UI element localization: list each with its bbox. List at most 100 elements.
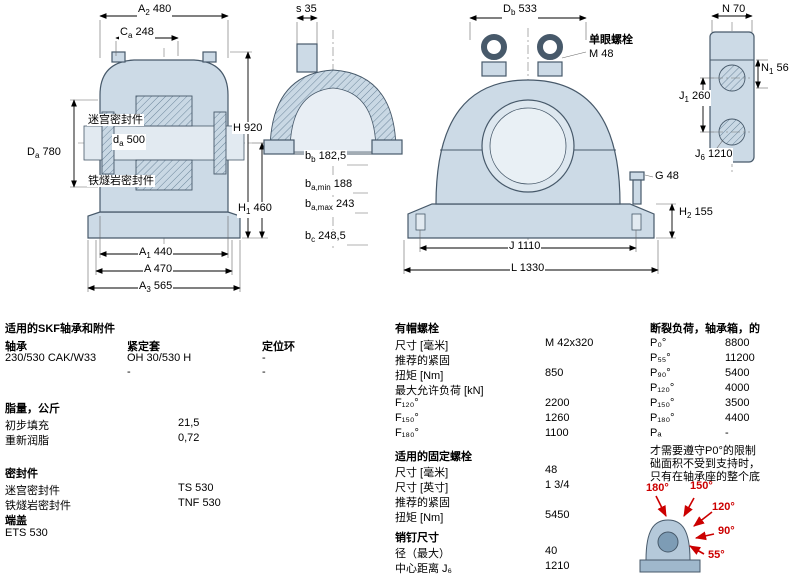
row-label: 推荐的紧固 — [395, 497, 450, 509]
row-value: 1210 — [545, 560, 570, 572]
row-value: 2200 — [545, 397, 570, 409]
table-row: P₁₈₀° 4400 — [650, 412, 805, 426]
row-label: 尺寸 [毫米] — [395, 467, 449, 479]
dim-h2: H2 155 — [678, 206, 714, 223]
table-row: P₉₀° 5400 — [650, 367, 805, 381]
dim-s: s 35 — [295, 3, 318, 15]
row-label: P₉₀° — [650, 367, 671, 379]
row-value: 1100 — [545, 427, 569, 439]
dim-h: H 920 — [232, 122, 264, 134]
row-label: P₁₅₀° — [650, 397, 675, 409]
note-line: 才需要遵守P0°的限制 — [650, 445, 756, 457]
dim-g: G 48 — [654, 170, 680, 182]
dim-n1: N1 56 — [760, 62, 790, 79]
table-row: P₀° 8800 — [650, 337, 805, 351]
dim-bamin: ba,min 188 — [304, 178, 354, 195]
dim-l: L 1330 — [510, 262, 546, 274]
row-value: 5450 — [545, 509, 570, 521]
note-line: 础面积不受到支持时， — [650, 458, 760, 470]
load-angle-55: 55° — [708, 549, 725, 561]
table-row: P₅₅° 11200 — [650, 352, 805, 366]
load-angle-90: 90° — [718, 525, 735, 537]
dim-j1: J1 260 — [678, 90, 712, 107]
row-value: 4400 — [725, 412, 750, 424]
row-value: 21,5 — [178, 417, 200, 429]
dim-ca: Ca 248 — [119, 26, 155, 43]
dim-j6: J6 1210 — [694, 148, 734, 165]
table-row: 推荐的紧固 — [395, 494, 645, 509]
table-row: 初步填充 21,5 — [5, 417, 320, 432]
section-title-fixing-bolts: 适用的固定螺栓 — [395, 451, 472, 463]
col-header-sleeve: 紧定套 — [127, 341, 160, 353]
row-value: 5400 — [725, 367, 750, 379]
dim-h1: H1 460 — [237, 202, 273, 219]
row-label: P₁₈₀° — [650, 412, 675, 424]
section-title-bearings: 适用的SKF轴承和附件 — [5, 323, 115, 335]
table-row: 扭矩 [Nm] 5450 — [395, 509, 645, 524]
row-value: 48 — [545, 464, 558, 476]
dim-da-outer: Da 780 — [26, 146, 62, 163]
note-line: 只有在轴承座的整个底 — [650, 471, 760, 483]
table-row: - - — [5, 366, 320, 380]
eyebolt-label: 单眼螺栓 — [588, 34, 634, 46]
row-label: 迷宫密封件 — [5, 485, 60, 497]
dim-j: J 1110 — [508, 240, 542, 252]
table-row: P₁₅₀° 3500 — [650, 397, 805, 411]
section-title-pins: 销钉尺寸 — [395, 532, 439, 544]
table-row: 推荐的紧固 — [395, 352, 645, 367]
section-title-endcover: 端盖 — [5, 515, 27, 527]
table-row: 扭矩 [Nm] 850 — [395, 367, 645, 382]
dim-da-inner: da 500 — [112, 134, 146, 151]
row-label: P₅₅° — [650, 352, 671, 364]
eyebolt-size-label: M 48 — [588, 48, 615, 60]
drawing-area: A2 480 Ca 248 s 35 Db 533 N 70 单眼螺栓 M 48… — [26, 3, 790, 297]
row-value: 1 3/4 — [545, 479, 570, 491]
row-value: 3500 — [725, 397, 750, 409]
sleeve-designation: OH 30/530 H — [127, 352, 192, 364]
row-value: M 42x320 — [545, 337, 594, 349]
table-row: F₁₈₀° 1100 — [395, 427, 645, 441]
row-label: 扭矩 [Nm] — [395, 370, 444, 382]
sleeve-value-2: - — [127, 366, 131, 378]
endcover-value: ETS 530 — [5, 527, 48, 539]
col-header-bearing: 轴承 — [5, 341, 27, 353]
row-label: 尺寸 [毫米] — [395, 340, 449, 352]
row-value: 4000 — [725, 382, 750, 394]
row-value: 850 — [545, 367, 564, 379]
table-row: F₁₅₀° 1260 — [395, 412, 645, 426]
section-title-grease: 脂量，公斤 — [5, 403, 60, 415]
table-row: 尺寸 [毫米] M 42x320 — [395, 337, 645, 352]
row-label: 尺寸 [英寸] — [395, 482, 449, 494]
dim-a3: A3 565 — [138, 280, 174, 297]
dim-a1: A1 440 — [138, 246, 174, 263]
row-label: P₀° — [650, 337, 667, 349]
breaking-load-section: 断裂负荷，轴承箱，的 P₀° 8800 P₅₅° 11200 P₉₀° 5400… — [650, 320, 805, 485]
row-label: P₁₂₀° — [650, 382, 675, 394]
table-row: 尺寸 [英寸] 1 3/4 — [395, 479, 645, 494]
load-angle-120: 120° — [712, 501, 735, 513]
dim-bamax: ba,max 243 — [304, 198, 356, 215]
dim-db: Db 533 — [502, 3, 538, 20]
bearing-accessories-section: 适用的SKF轴承和附件 轴承 紧定套 定位环 230/530 CAK/W33 O… — [5, 320, 320, 545]
row-label: 扭矩 [Nm] — [395, 512, 444, 524]
row-value: 0,72 — [178, 432, 200, 444]
row-label: 铁燧岩密封件 — [5, 500, 71, 512]
row-value: TNF 530 — [178, 497, 221, 509]
section-title-breaking-load: 断裂负荷，轴承箱，的 — [650, 323, 760, 335]
view-axial-section — [70, 13, 268, 292]
table-row: 重新润脂 0,72 — [5, 432, 320, 447]
row-label: F₁₂₀° — [395, 397, 419, 409]
row-label: 初步填充 — [5, 420, 49, 432]
table-row: 铁燧岩密封件 TNF 530 — [5, 497, 320, 512]
row-value: - — [725, 427, 729, 439]
row-label: 径（最大） — [395, 548, 450, 560]
row-value: 40 — [545, 545, 558, 557]
load-angle-150: 150° — [690, 480, 713, 492]
row-value: 8800 — [725, 337, 750, 349]
section-title-cap-bolts: 有帽螺栓 — [395, 323, 439, 335]
labyrinth-seal-label: 迷宫密封件 — [87, 114, 144, 126]
row-label: 中心距离 J₆ — [395, 563, 452, 575]
table-row: 尺寸 [毫米] 48 — [395, 464, 645, 479]
load-angle-180: 180° — [646, 482, 669, 494]
dim-a: A 470 — [143, 263, 174, 275]
